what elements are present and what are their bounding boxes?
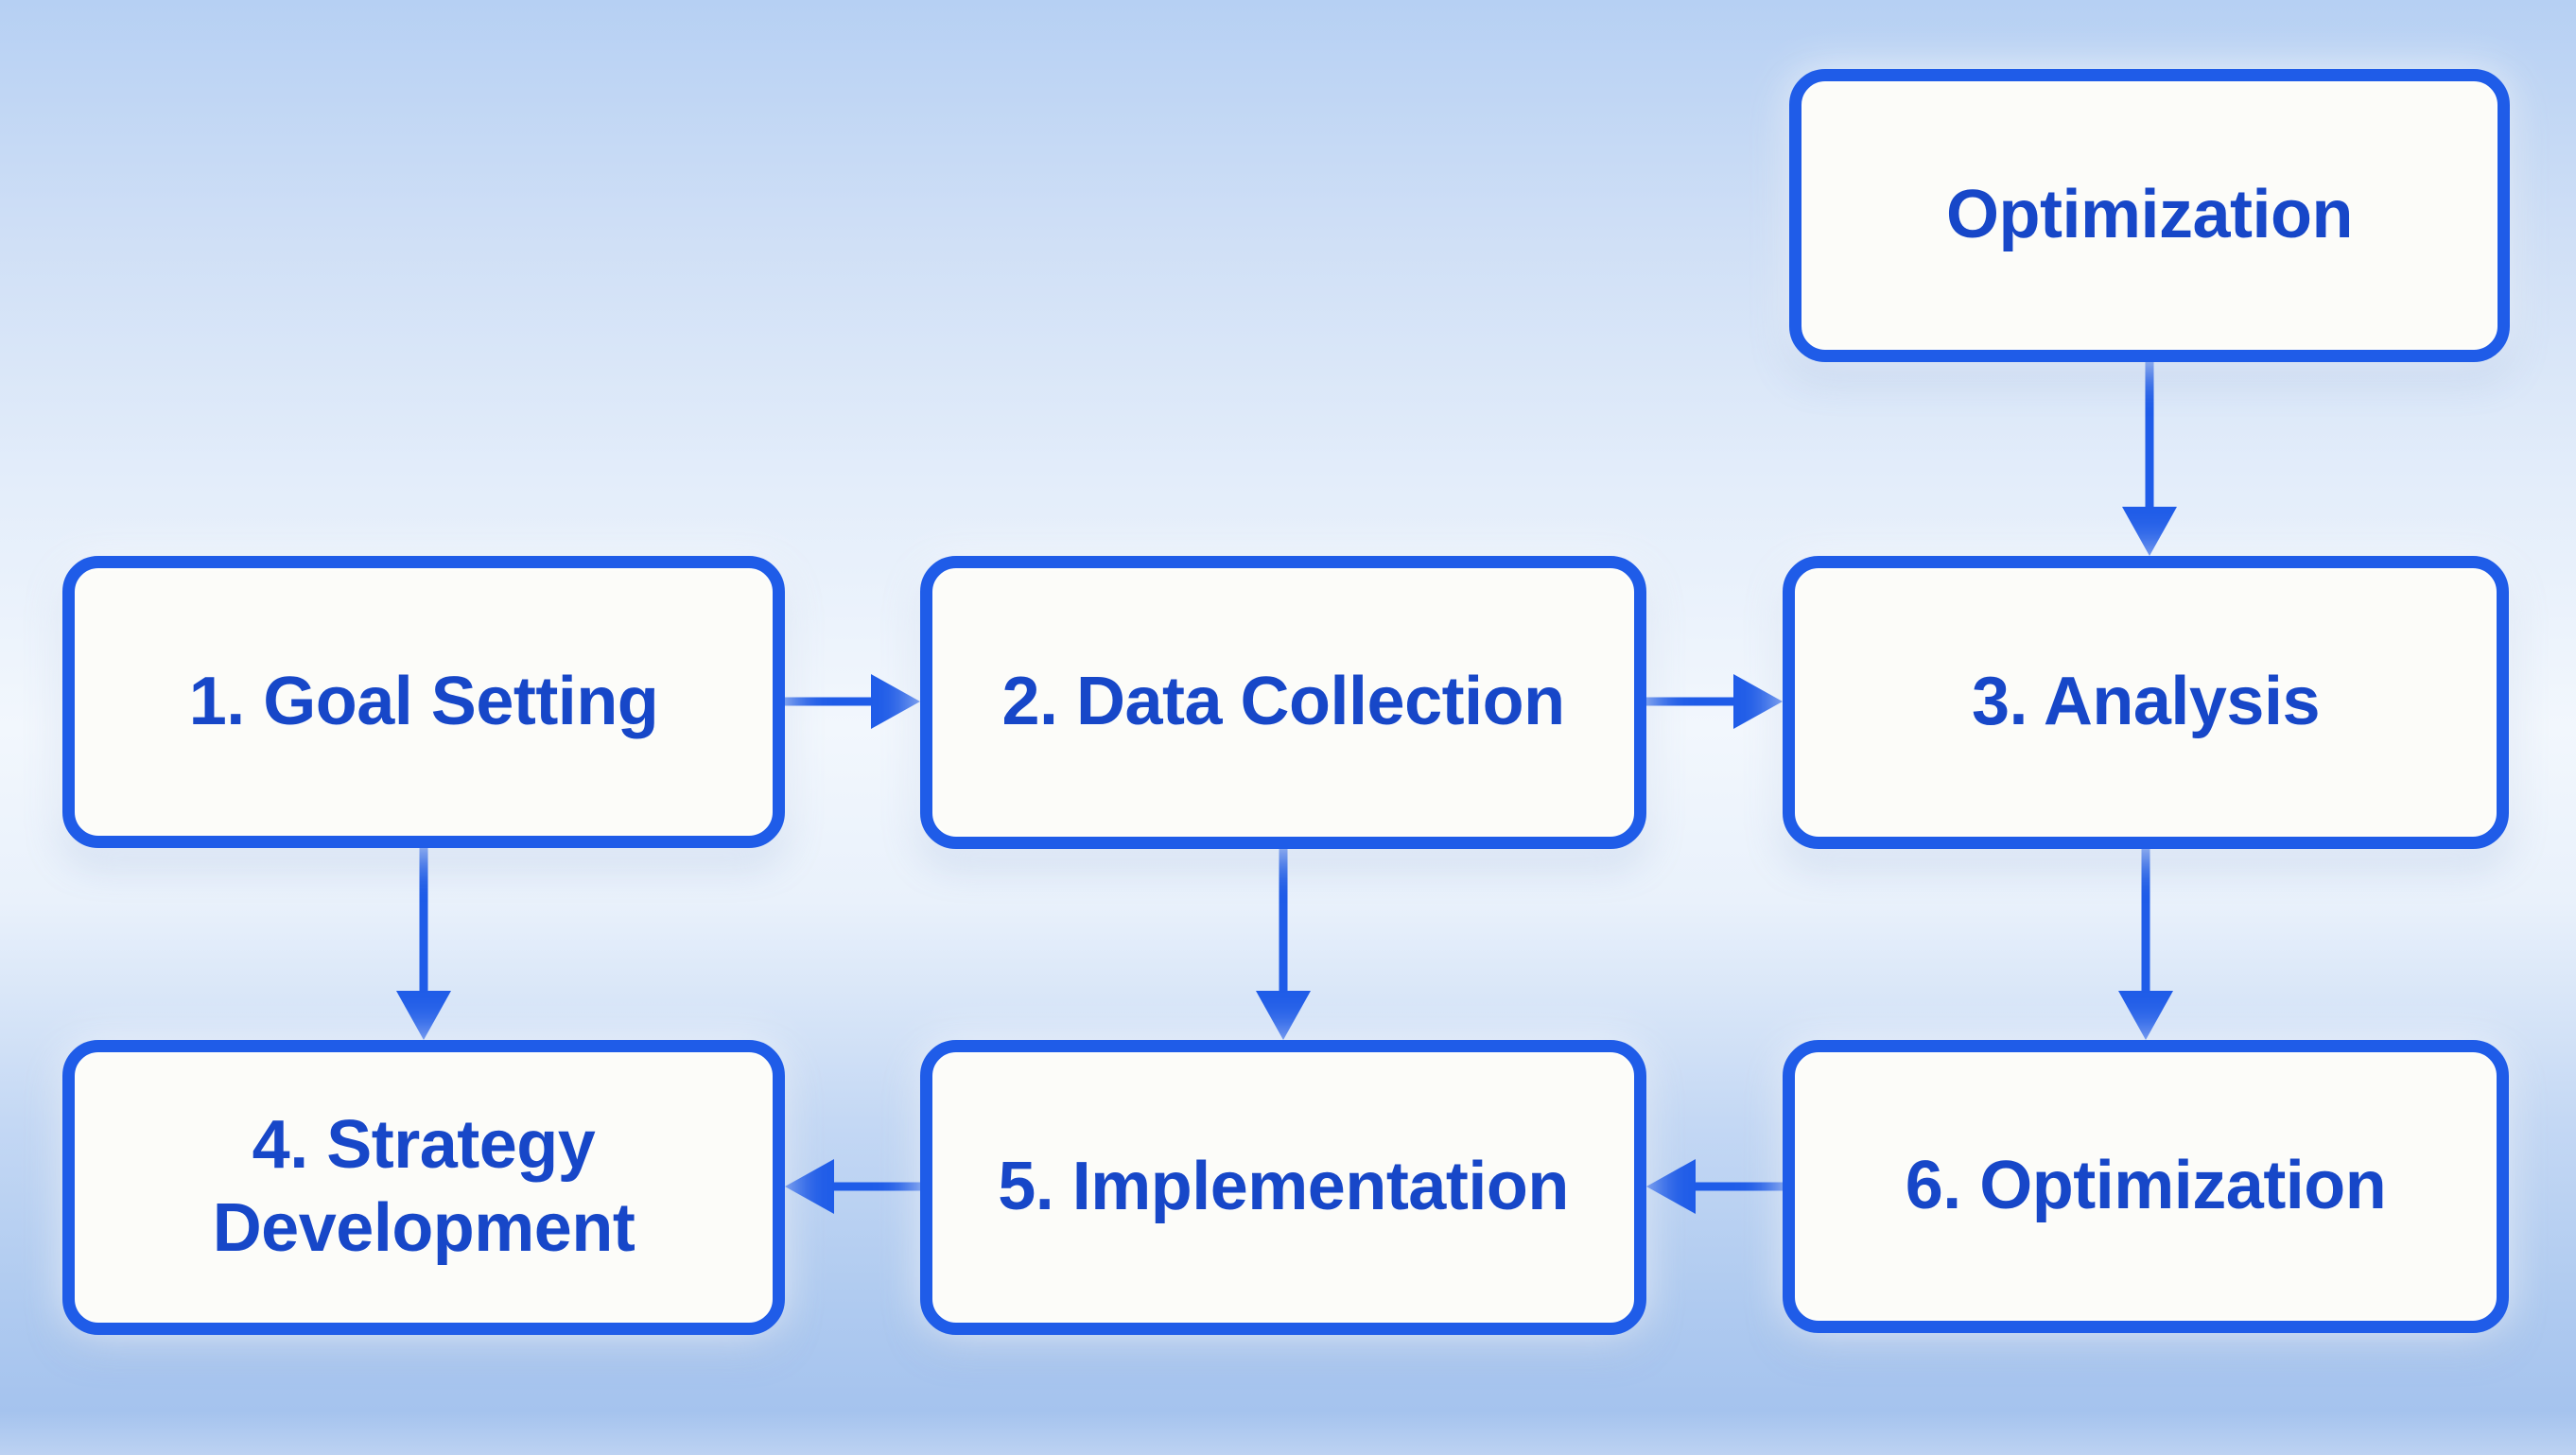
node-label: 5. Implementation — [998, 1149, 1569, 1225]
node-implementation: 5. Implementation — [920, 1040, 1646, 1335]
node-label: 1. Goal Setting — [188, 663, 659, 739]
arrow-goal-setting-to-data-collection — [785, 674, 920, 729]
arrow-goal-setting-to-strategy-development — [396, 848, 451, 1040]
arrow-analysis-to-optimization-6 — [2118, 849, 2173, 1040]
node-optimization-6: 6. Optimization — [1783, 1040, 2509, 1333]
node-strategy-development: 4. Strategy Development — [62, 1040, 785, 1335]
arrow-optimization-to-analysis — [2122, 362, 2177, 556]
arrow-implementation-to-strategy-development — [785, 1159, 920, 1214]
arrow-optimization-6-to-implementation — [1646, 1159, 1783, 1214]
node-analysis: 3. Analysis — [1783, 556, 2509, 849]
node-label: Optimization — [1946, 177, 2353, 253]
node-label: 2. Data Collection — [1001, 664, 1565, 740]
node-data-collection: 2. Data Collection — [920, 556, 1646, 849]
arrow-data-collection-to-analysis — [1646, 674, 1783, 729]
node-label: 6. Optimization — [1905, 1148, 2387, 1224]
node-optimization-loop: Optimization — [1789, 69, 2510, 362]
arrow-data-collection-to-implementation — [1256, 849, 1311, 1040]
node-label: 3. Analysis — [1971, 664, 2321, 740]
node-label: 4. Strategy Development — [212, 1107, 635, 1266]
node-goal-setting: 1. Goal Setting — [62, 556, 785, 848]
